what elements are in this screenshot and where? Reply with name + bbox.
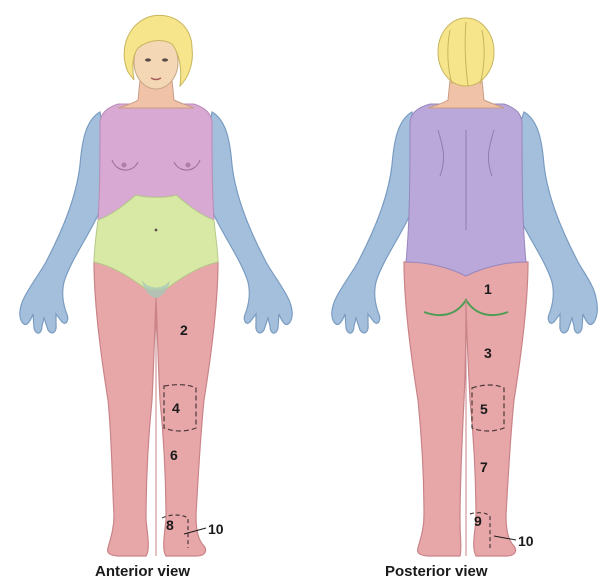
posterior-label-3: 3 [484, 345, 492, 361]
anterior-view-caption: Anterior view [95, 563, 190, 580]
anterior-right-arm [204, 112, 292, 333]
anterior-left-arm [20, 112, 108, 333]
posterior-figure: 1 3 5 7 9 10 [332, 18, 597, 556]
posterior-label-7: 7 [480, 459, 488, 475]
anterior-eye-right [162, 58, 168, 61]
anterior-label-4: 4 [172, 400, 180, 416]
anterior-label-2: 2 [180, 322, 188, 338]
posterior-label-5: 5 [480, 401, 488, 417]
anterior-eye-left [145, 58, 151, 61]
anterior-label-8: 8 [166, 517, 174, 533]
anterior-nipple-right [186, 163, 191, 168]
anterior-nipple-left [122, 163, 127, 168]
anterior-label-6: 6 [170, 447, 178, 463]
posterior-label-10: 10 [518, 533, 534, 549]
posterior-label-9: 9 [474, 513, 482, 529]
anterior-navel [155, 229, 158, 232]
posterior-label-1: 1 [484, 281, 492, 297]
posterior-view-caption: Posterior view [385, 563, 488, 580]
anterior-figure: 2 4 6 8 10 [20, 15, 292, 556]
anterior-label-10: 10 [208, 521, 224, 537]
